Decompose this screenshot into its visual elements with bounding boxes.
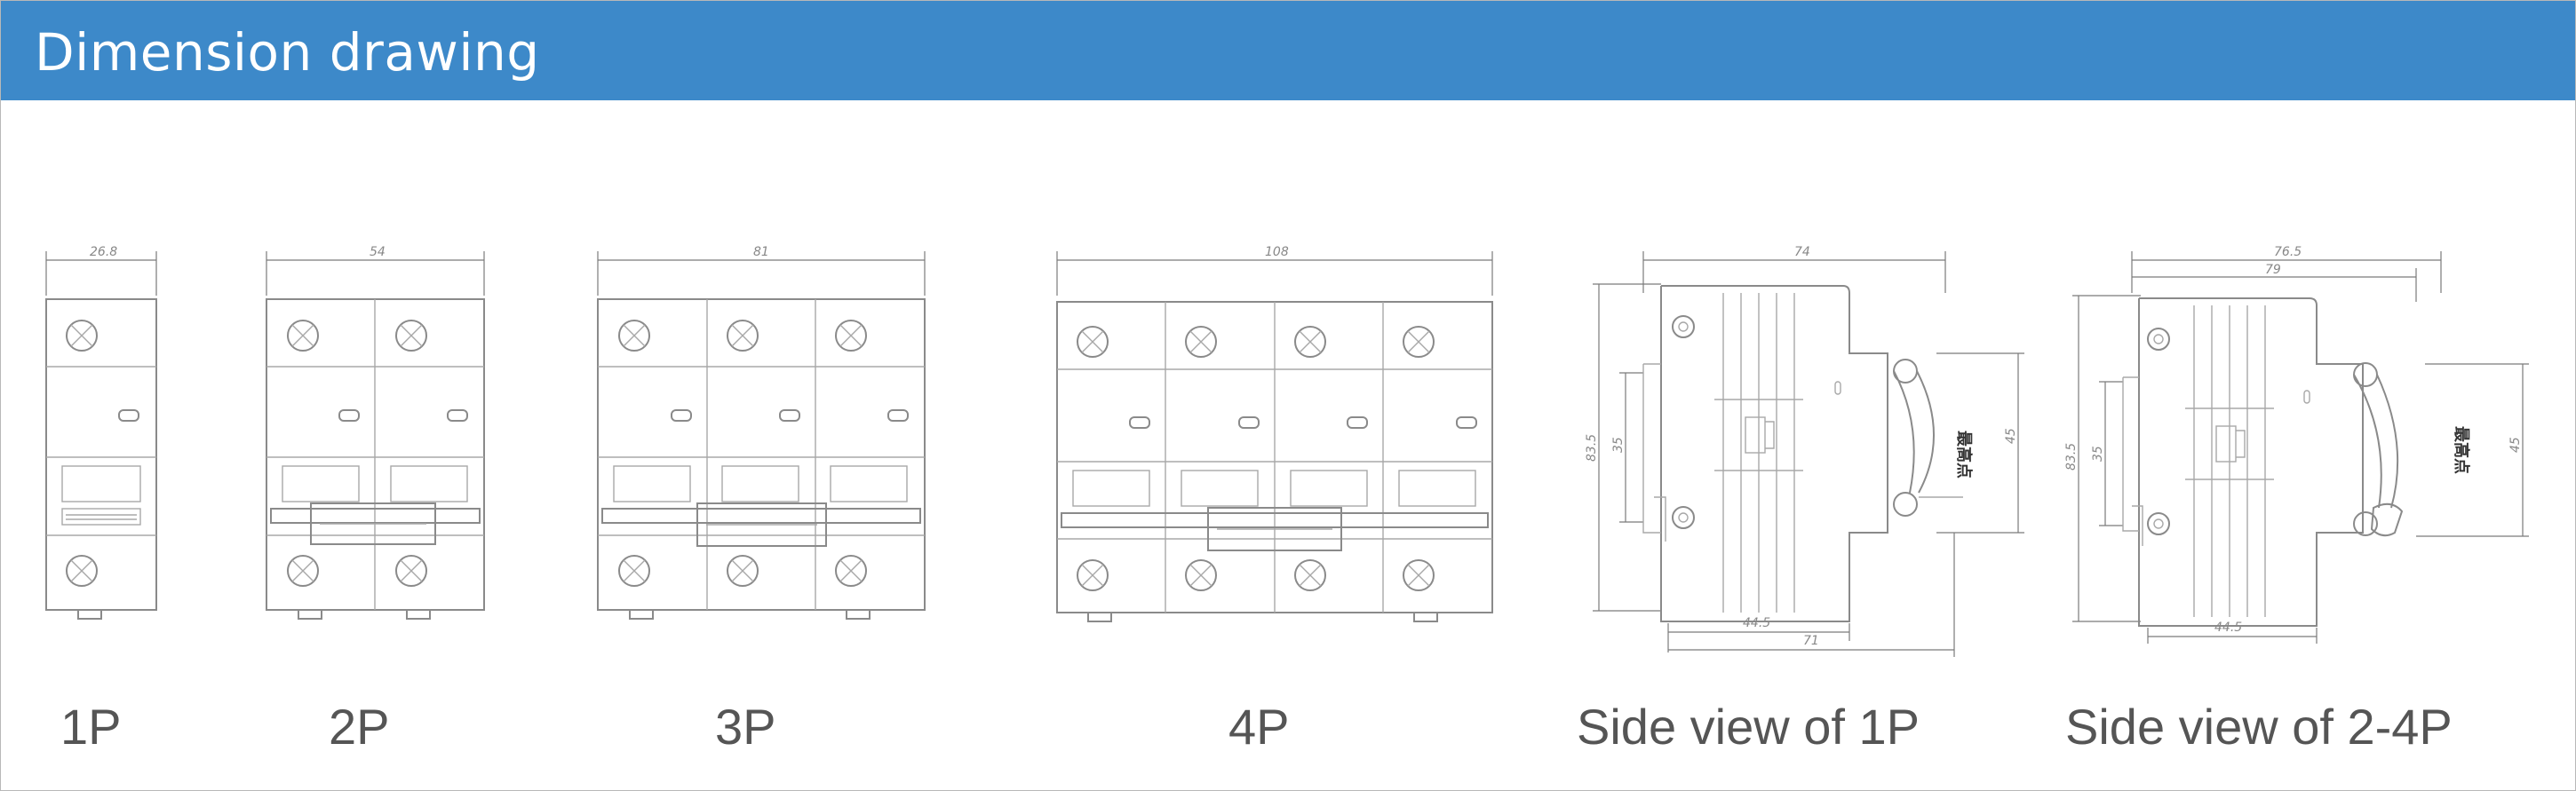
dim-side1-rail: 35 — [1611, 437, 1626, 453]
side24-top-mark: 最高点 — [2452, 426, 2471, 474]
dim-side24-height: 83.5 — [2064, 443, 2079, 471]
header-bar: Dimension drawing — [1, 1, 2575, 100]
dim-side24-base: 44.5 — [2214, 621, 2242, 635]
dim-side24-front: 45 — [2508, 437, 2523, 453]
caption-4p: 4P — [1228, 699, 1290, 755]
dim-side24-total: 76.5 — [2274, 245, 2302, 259]
front-view-2p: 54 — [266, 245, 485, 620]
front-view-1p: 26.8 — [45, 245, 157, 620]
dim-side1-base: 44.5 — [1743, 616, 1770, 630]
dim-side1-front: 45 — [2004, 428, 2018, 444]
side-view-1p: 74 83.5 35 最高点 — [1585, 245, 2024, 657]
dim-side1-height: 83.5 — [1585, 434, 1599, 462]
front-view-3p: 81 — [597, 245, 926, 620]
dim-1p-width: 26.8 — [90, 245, 117, 259]
caption-side-1p: Side view of 1P — [1577, 699, 1920, 755]
dim-side24-rail: 35 — [2091, 446, 2105, 462]
dim-side24-body: 79 — [2265, 263, 2281, 277]
dim-side1-depth: 71 — [1803, 634, 1819, 648]
caption-side-2-4p: Side view of 2-4P — [2065, 699, 2453, 755]
side1-top-mark: 最高点 — [1954, 431, 1974, 479]
front-view-4p: 108 — [1056, 245, 1493, 622]
dim-3p-width: 81 — [753, 245, 769, 259]
caption-3p: 3P — [715, 699, 776, 755]
caption-2p: 2P — [329, 699, 390, 755]
dim-side1-total: 74 — [1794, 245, 1810, 259]
page-title: Dimension drawing — [35, 22, 540, 83]
dim-4p-width: 108 — [1265, 245, 1289, 259]
dim-2p-width: 54 — [370, 245, 386, 259]
side-view-2-4p: 76.5 79 83.5 35 最高点 — [2064, 245, 2529, 644]
caption-1p: 1P — [60, 699, 122, 755]
